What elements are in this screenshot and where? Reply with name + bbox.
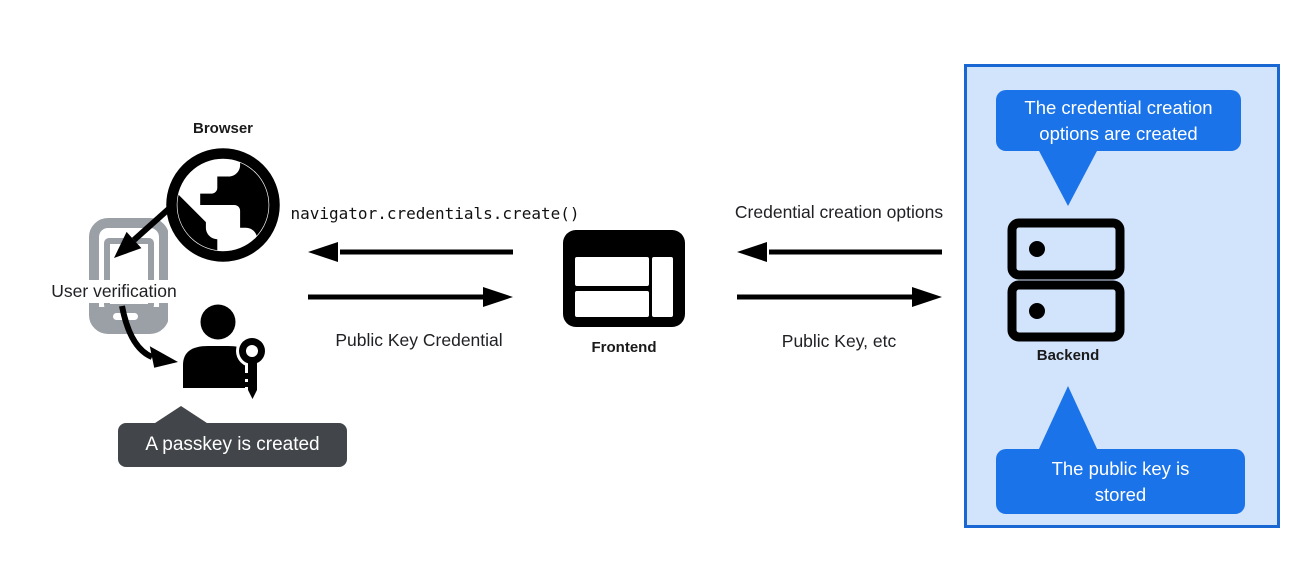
arrow-browser-to-frontend bbox=[308, 287, 513, 307]
passkey-created-tooltip: A passkey is created bbox=[118, 423, 347, 467]
frontend-window-icon bbox=[563, 230, 685, 327]
arrow-frontend-to-backend bbox=[737, 287, 942, 307]
backend-label: Backend bbox=[1036, 347, 1100, 364]
frontend-label: Frontend bbox=[591, 339, 657, 356]
globe-icon bbox=[166, 148, 280, 262]
person-key-icon bbox=[183, 304, 268, 399]
arrow-backend-to-frontend bbox=[737, 242, 942, 262]
key-icon bbox=[236, 335, 268, 399]
server-icon bbox=[1007, 218, 1125, 342]
browser-label: Browser bbox=[192, 120, 254, 137]
public-key-credential-label: Public Key Credential bbox=[335, 330, 503, 350]
arrow-frontend-to-browser bbox=[308, 242, 513, 262]
options-created-tooltip: The credential creation options are crea… bbox=[996, 90, 1241, 151]
public-key-etc-label: Public Key, etc bbox=[781, 331, 897, 351]
user-verification-label: User verification bbox=[30, 280, 198, 303]
smartphone-icon bbox=[89, 218, 168, 334]
create-call-label: navigator.credentials.create() bbox=[290, 204, 580, 223]
credential-creation-options-label: Credential creation options bbox=[734, 202, 944, 222]
public-key-stored-tooltip: The public key is stored bbox=[996, 449, 1245, 514]
